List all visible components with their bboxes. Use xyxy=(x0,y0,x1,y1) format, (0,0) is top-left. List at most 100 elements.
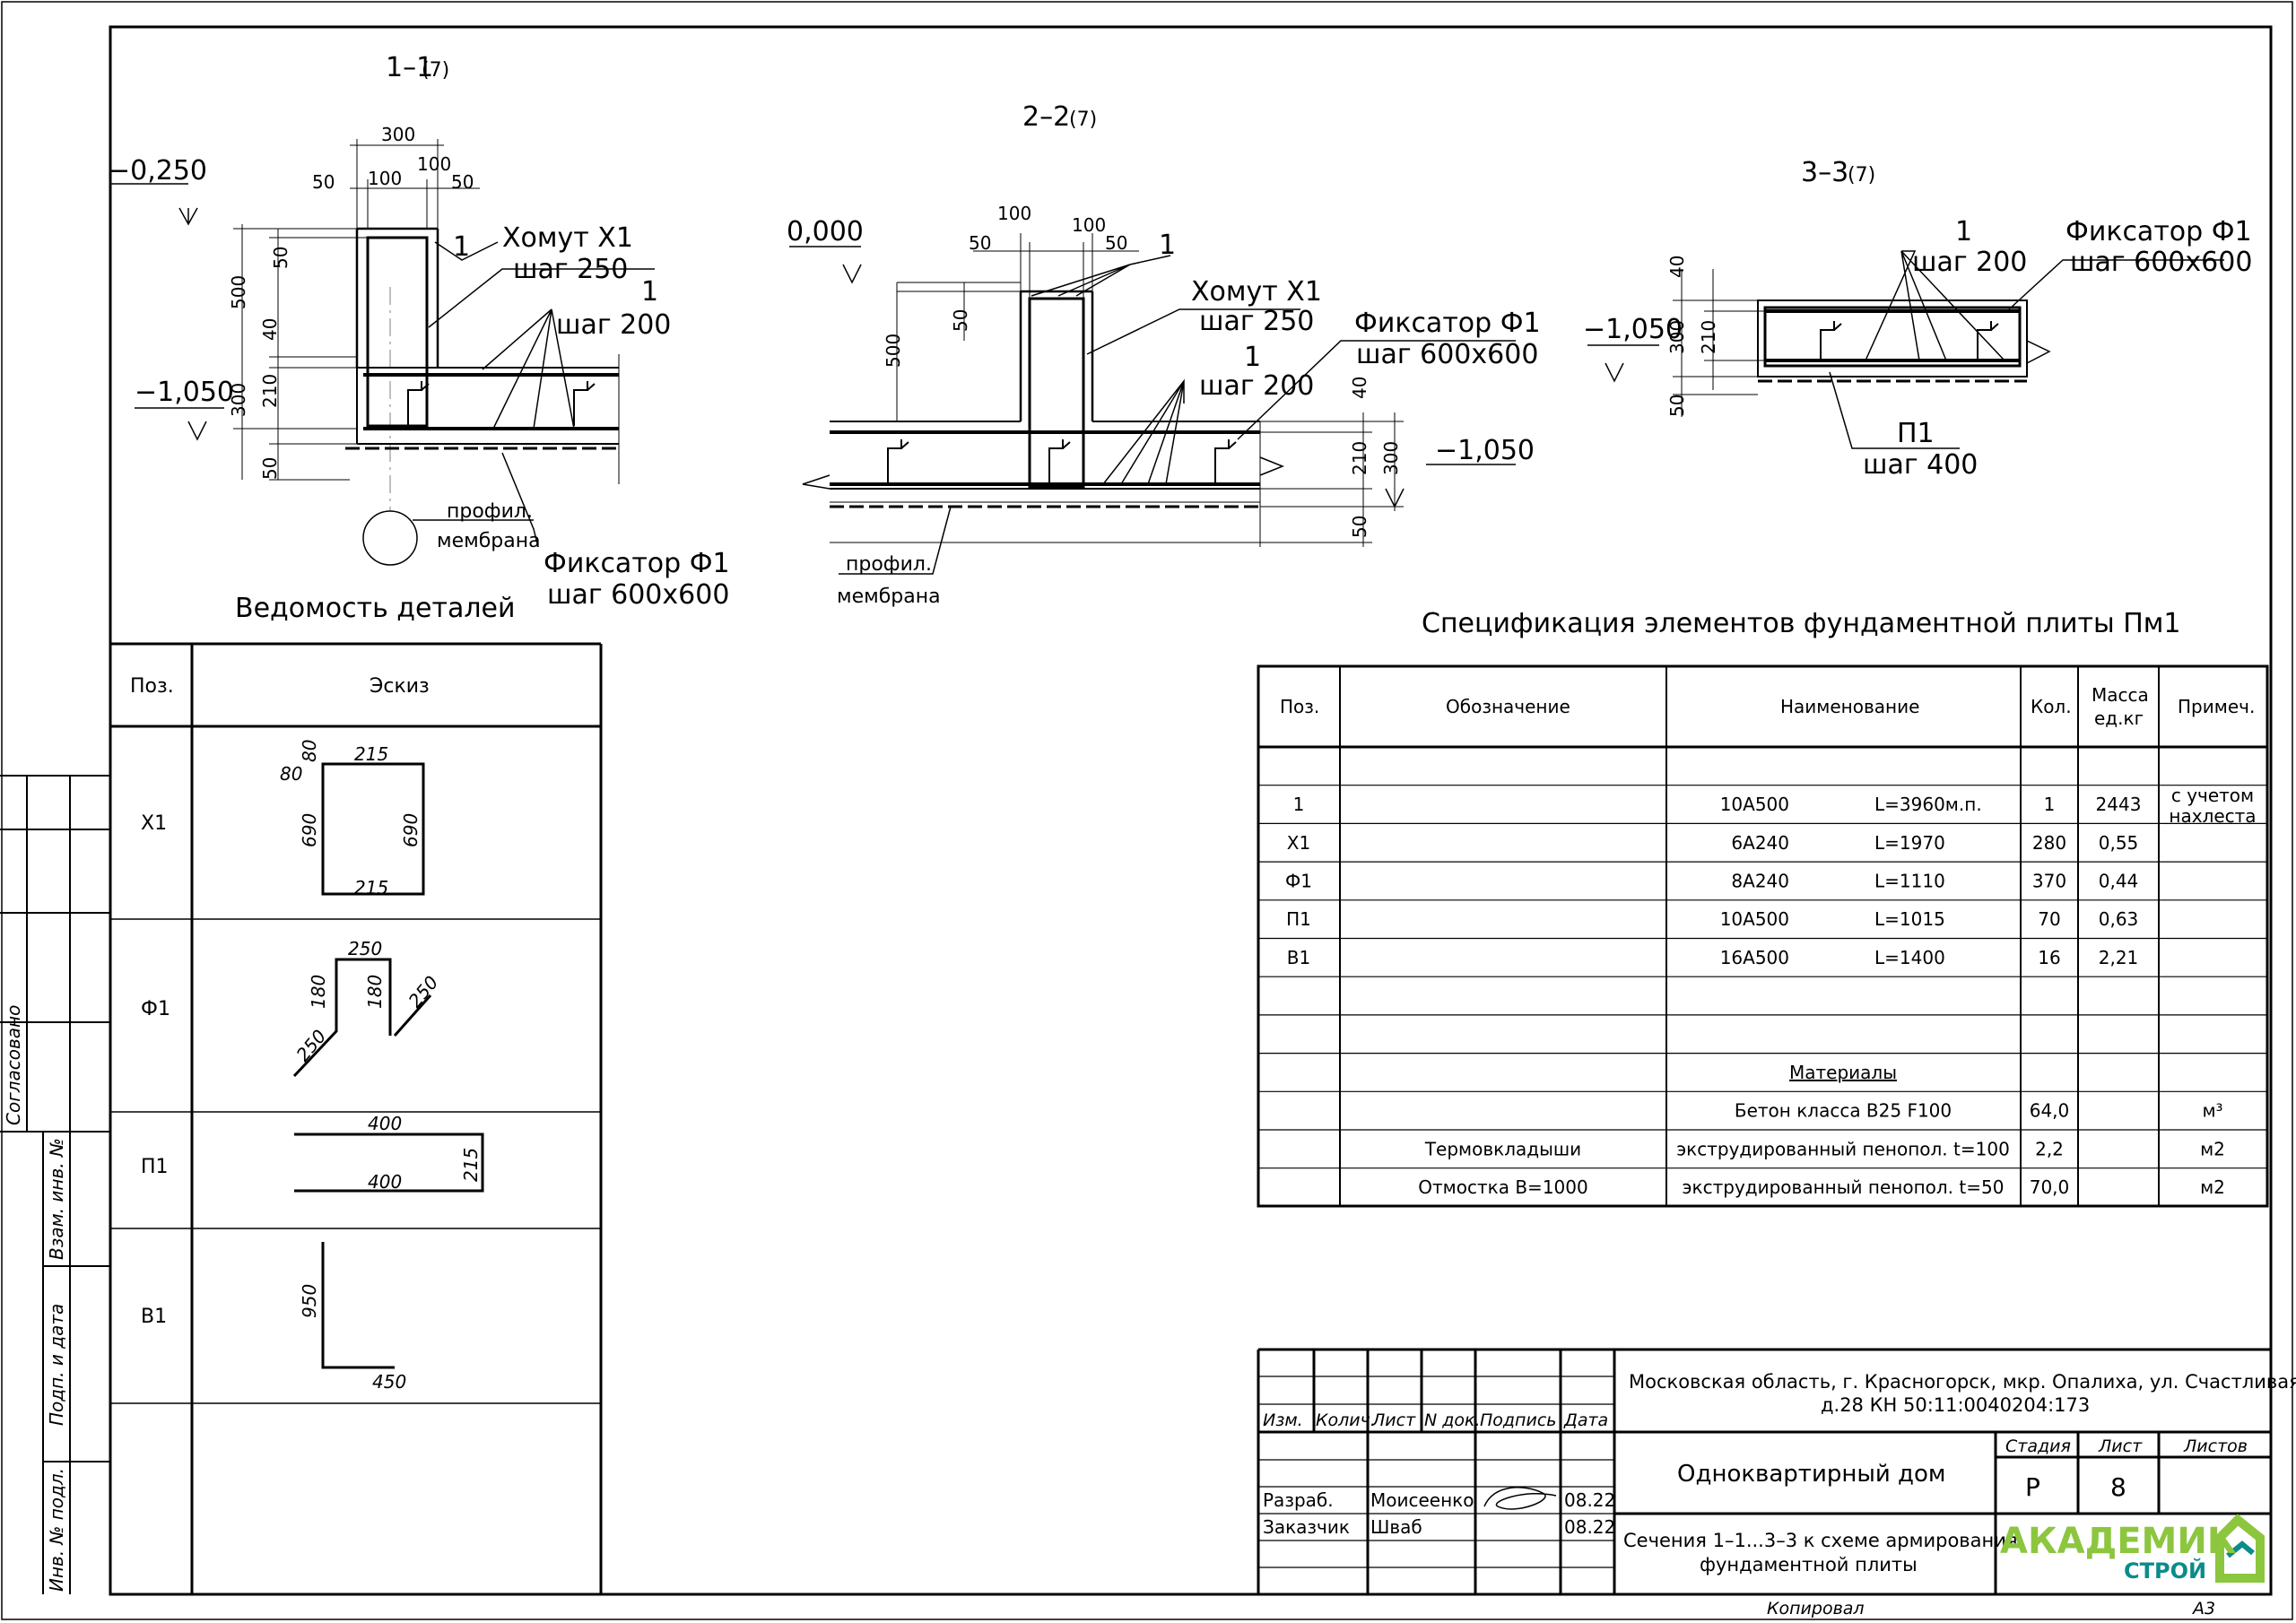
tb-cust-date: 08.22 xyxy=(1564,1516,1615,1538)
spec-head-note: Примеч. xyxy=(2178,696,2255,717)
tb-h-kol: Колич. xyxy=(1316,1410,1376,1430)
sec22-label-fix-step: шаг 600х600 xyxy=(1356,339,1538,370)
sec22-dim-100b: 100 xyxy=(1072,214,1106,236)
side-agreed: Согласовано xyxy=(3,1005,24,1125)
sec33-ref: (7) xyxy=(1848,164,1875,187)
x1-dim-215-bot: 215 xyxy=(354,877,388,898)
sec22-dim-50a: 50 xyxy=(969,232,991,254)
spec-cell-name-grade: 10А500 xyxy=(1720,794,1789,815)
spec-cell-name-grade: 6А240 xyxy=(1731,832,1789,854)
sec11-dim-100b: 100 xyxy=(417,153,451,175)
p1-dim-215: 215 xyxy=(460,1148,482,1182)
spec-head-name: Наименование xyxy=(1780,696,1919,717)
logo-text-sub: СТРОЙ xyxy=(2124,1558,2206,1584)
spec-cell-note: м2 xyxy=(2200,1176,2225,1198)
sec11-dim-50a: 50 xyxy=(312,171,335,193)
spec-cell-qty: 2,2 xyxy=(2035,1138,2064,1159)
sec22-ref: (7) xyxy=(1069,108,1097,131)
sec33-label-1-step: шаг 200 xyxy=(1912,247,2027,278)
sec22-label-x1: Хомут Х1 xyxy=(1191,276,1322,308)
sec11-dim-v500: 500 xyxy=(228,275,249,309)
spec-cell-name-length: L=1015 xyxy=(1874,908,1945,930)
details-head-sketch: Эскиз xyxy=(370,675,430,698)
spec-cell-qty: 16 xyxy=(2038,947,2060,968)
signature xyxy=(1483,1487,1557,1510)
sec11-label-x1-step: шаг 250 xyxy=(513,254,628,285)
spec-cell-name: экструдированный пенопол. t=50 xyxy=(1683,1176,2005,1198)
f1-dim-250-left: 250 xyxy=(291,1026,330,1066)
spec-head-mass1: Масса xyxy=(2092,684,2149,706)
sec33-dim-v40: 40 xyxy=(1666,256,1688,278)
tb-h-data: Дата xyxy=(1563,1410,1608,1430)
details-pos-f1: Ф1 xyxy=(141,998,170,1020)
x1-dim-215-top: 215 xyxy=(354,743,388,765)
tb-sheet-title-2: фундаментной плиты xyxy=(1700,1554,1918,1575)
sec22-label-1a: 1 xyxy=(1159,230,1176,261)
section-1-1-drawing xyxy=(110,139,655,566)
sec11-dim-v300: 300 xyxy=(228,383,249,417)
f1-dim-250-right: 250 xyxy=(404,972,442,1012)
sec22-label-prof: профил. xyxy=(846,553,932,576)
sec22-dim-v50: 50 xyxy=(950,309,971,332)
spec-cell-name: экструдированный пенопол. t=100 xyxy=(1676,1138,2010,1159)
spec-cell-qty: 70 xyxy=(2038,908,2060,930)
f1-dim-180b: 180 xyxy=(364,975,386,1009)
title-block-grid xyxy=(1257,1348,2271,1594)
sec11-label-1b: 1 xyxy=(641,276,658,308)
sec22-dim-v300: 300 xyxy=(1380,441,1402,475)
sec22-level-top: 0,000 xyxy=(787,216,864,247)
sec11-dim-50b: 50 xyxy=(451,171,474,193)
tb-stage-h: Стадия xyxy=(2005,1436,2071,1456)
tb-h-list: Лист xyxy=(1371,1410,1416,1430)
sec22-level-bot: −1,050 xyxy=(1435,435,1535,466)
spec-cell-mass: 0,55 xyxy=(2099,832,2139,854)
sec11-dim-v50: 50 xyxy=(270,247,291,269)
company-logo xyxy=(2215,1514,2265,1583)
spec-row-lines xyxy=(1258,785,2267,1169)
spec-cell-pos: Х1 xyxy=(1287,832,1310,854)
tb-cust-role: Заказчик xyxy=(1263,1516,1350,1538)
spec-cell-qty: 370 xyxy=(2032,870,2066,891)
tb-h-ndok: N док. xyxy=(1424,1410,1481,1430)
tb-sheets-h: Листов xyxy=(2183,1436,2248,1456)
f1-dim-180a: 180 xyxy=(308,975,329,1009)
sec22-dim-v500: 500 xyxy=(883,334,904,368)
tb-sheet-h: Лист xyxy=(2098,1436,2143,1456)
v1-dim-450: 450 xyxy=(372,1371,406,1393)
spec-cell-name-length: L=1400 xyxy=(1874,947,1945,968)
tb-copied: Копировал xyxy=(1767,1599,1865,1619)
spec-cell-qty: 280 xyxy=(2032,832,2066,854)
tb-cust-name: Шваб xyxy=(1370,1516,1422,1538)
section-3-3-drawing xyxy=(1587,250,2224,449)
spec-cell-note: м2 xyxy=(2200,1138,2225,1159)
sec11-label-fix: Фиксатор Ф1 xyxy=(544,548,730,579)
sec22-dim-100a: 100 xyxy=(997,203,1031,224)
sec33-label-fix: Фиксатор Ф1 xyxy=(2066,216,2252,247)
tb-h-podp: Подпись xyxy=(1480,1410,1556,1430)
sec11-label-x1: Хомут Х1 xyxy=(502,222,633,254)
sec11-dim-v50b: 50 xyxy=(259,457,281,480)
sec22-label-x1-step: шаг 250 xyxy=(1199,306,1314,337)
spec-head-mass2: ед.кг xyxy=(2094,707,2144,729)
spec-cell-name-length: L=3960м.п. xyxy=(1874,794,1982,815)
sec22-dim-v40: 40 xyxy=(1349,377,1370,399)
spec-cell-pos: П1 xyxy=(1286,908,1311,930)
section-2-2-drawing xyxy=(789,233,1516,575)
sec33-dim-v50: 50 xyxy=(1666,395,1688,417)
sec11-label-prof: профил. xyxy=(447,500,533,523)
tb-dev-name: Моисеенко xyxy=(1370,1489,1474,1511)
details-pos-x1: Х1 xyxy=(141,812,167,835)
sec11-label-1-step: шаг 200 xyxy=(556,309,671,341)
v1-dim-950: 950 xyxy=(299,1284,320,1318)
sec33-dim-v300: 300 xyxy=(1666,320,1688,354)
sec33-label-1: 1 xyxy=(1955,216,1972,247)
sec22-label-1: 1 xyxy=(1244,342,1261,373)
sec11-level-top: −0,250 xyxy=(108,155,207,187)
spec-cell-name-length: L=1110 xyxy=(1874,870,1945,891)
x1-dim-690-right: 690 xyxy=(400,813,422,847)
sec33-level: −1,050 xyxy=(1583,314,1683,345)
sec11-label-fix-step: шаг 600х600 xyxy=(547,579,729,611)
side-inv-replace: Взам. инв. № xyxy=(46,1138,67,1260)
sec11-dim-100a: 100 xyxy=(368,168,402,189)
